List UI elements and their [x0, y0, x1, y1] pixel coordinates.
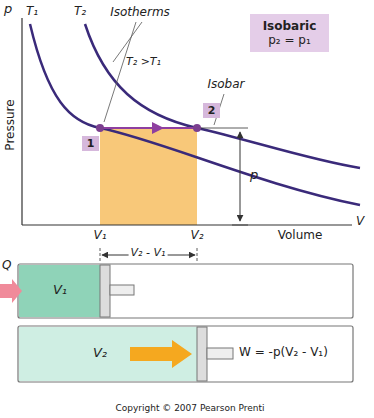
- volume-label: V₂: [190, 229, 203, 243]
- piston: [197, 327, 207, 381]
- volume-label: V₁: [93, 229, 106, 243]
- node-text: Isobaric: [262, 19, 317, 33]
- axis-label: p: [4, 2, 12, 17]
- dashed-line: [100, 248, 101, 262]
- volume-label: V₁: [53, 283, 67, 298]
- volume-axis: [22, 224, 352, 225]
- axis-label: V: [356, 215, 364, 229]
- piston: [100, 265, 110, 317]
- point-box: 1: [82, 136, 99, 151]
- node-text: 2: [207, 104, 216, 117]
- annotation: T₂ >T₁: [126, 56, 161, 69]
- piston-rod: [207, 348, 233, 359]
- point-box: 2: [203, 103, 220, 118]
- piston-rod: [110, 285, 134, 295]
- cylinder: [18, 264, 353, 318]
- state-point: [96, 124, 104, 132]
- gas-volume: [19, 265, 100, 317]
- temperature-label: T₁: [26, 5, 38, 19]
- pressure-bracket: [240, 132, 241, 221]
- dimension-label: p: [250, 168, 258, 183]
- process-box: Isobaricp₂ = p₁: [250, 14, 329, 52]
- node-text: 1: [86, 137, 95, 150]
- pressure-tick: [232, 225, 248, 226]
- isobar-line: [156, 127, 197, 129]
- pressure-tick: [197, 128, 248, 129]
- dimension-label: V₂ - V₁: [129, 247, 168, 260]
- volume-label: V₂: [93, 346, 107, 361]
- expansion-arrow: [130, 340, 192, 368]
- cylinder: [18, 326, 353, 382]
- annotation: Isotherms: [110, 6, 170, 20]
- isobar-arrow: [100, 127, 158, 129]
- axis-title: Pressure: [4, 99, 18, 150]
- dashed-line: [197, 248, 198, 262]
- annotation: Isobar: [207, 78, 244, 92]
- node-text: p₂ = p₁: [262, 33, 317, 47]
- heat-arrow: [0, 279, 22, 303]
- state-point: [193, 124, 201, 132]
- axis-title: Volume: [278, 229, 323, 243]
- work-formula: W = -p(V₂ - V₁): [237, 346, 330, 360]
- pressure-axis: [21, 18, 22, 225]
- gas-volume: [19, 327, 197, 381]
- temperature-label: T₂: [74, 5, 86, 19]
- copyright-note: Copyright © 2007 Pearson Prenti: [115, 403, 264, 413]
- heat-label: Q: [2, 259, 11, 273]
